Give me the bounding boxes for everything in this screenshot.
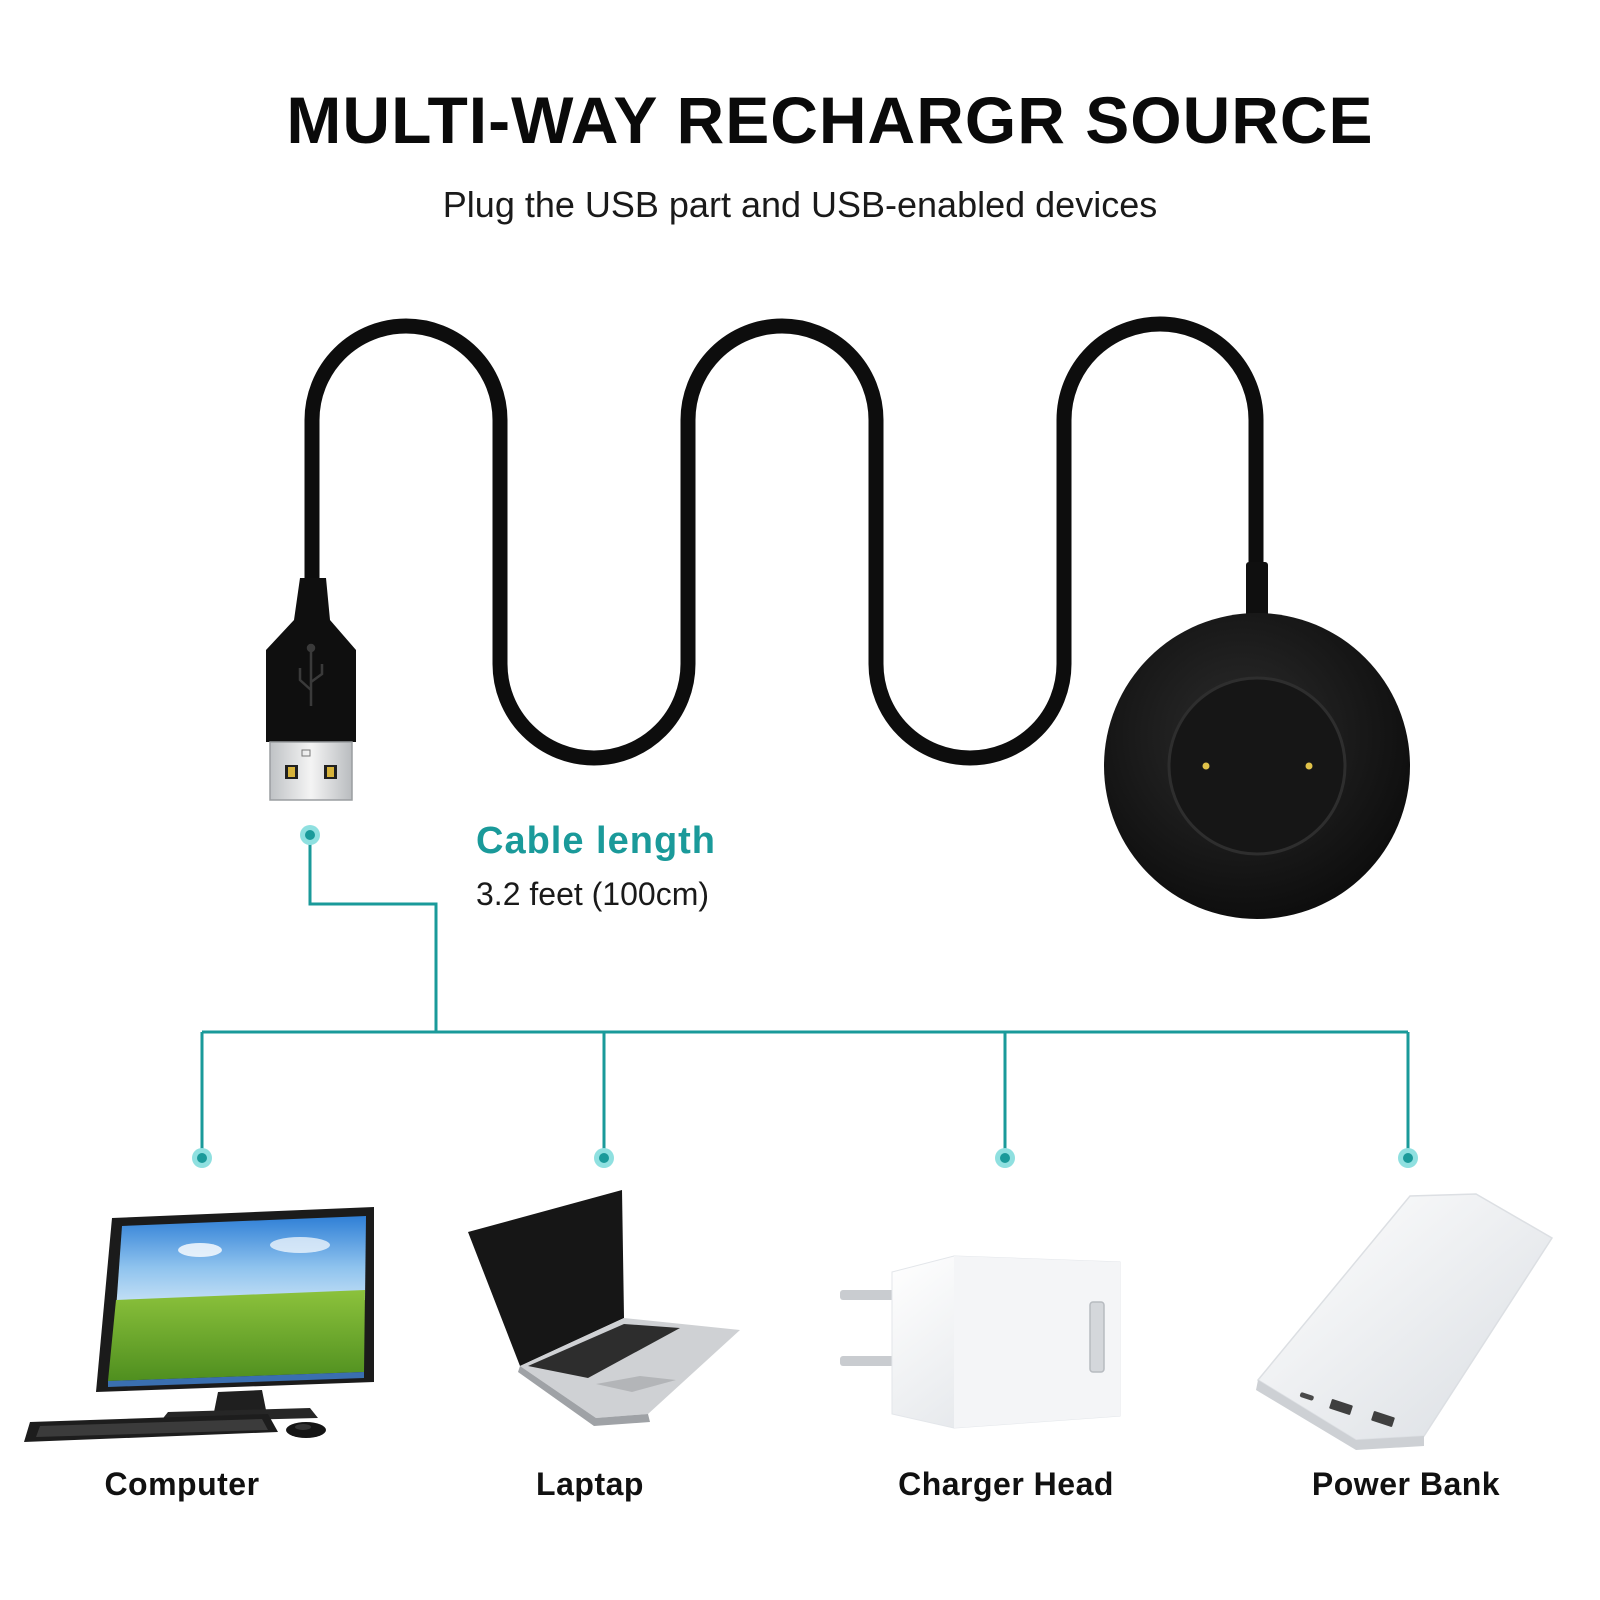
page-title: MULTI-WAY RECHARGR SOURCE bbox=[286, 83, 1374, 157]
charging-pad-icon bbox=[1104, 562, 1410, 919]
device-label-laptop: Laptap bbox=[536, 1466, 644, 1502]
connector-dots bbox=[192, 825, 1418, 1168]
device-label-power-bank: Power Bank bbox=[1311, 1466, 1501, 1502]
charger-head-icon bbox=[840, 1255, 1121, 1429]
page-subtitle: Plug the USB part and USB-enabled device… bbox=[442, 184, 1158, 225]
cable-length-label: Cable length bbox=[476, 820, 717, 862]
device-label-charger-head: Charger Head bbox=[898, 1466, 1114, 1502]
usb-symbol-icon bbox=[298, 643, 324, 706]
power-bank-icon bbox=[1256, 1193, 1554, 1450]
cable-length-value: 3.2 feet (100cm) bbox=[476, 876, 709, 912]
usb-cable bbox=[304, 316, 1264, 766]
usb-a-plug-icon bbox=[266, 578, 356, 801]
device-label-computer: Computer bbox=[104, 1466, 260, 1502]
laptop-icon bbox=[468, 1190, 740, 1426]
connector-lines bbox=[200, 835, 1410, 1158]
computer-monitor-icon bbox=[24, 1207, 374, 1442]
cable-wire bbox=[304, 316, 1264, 766]
